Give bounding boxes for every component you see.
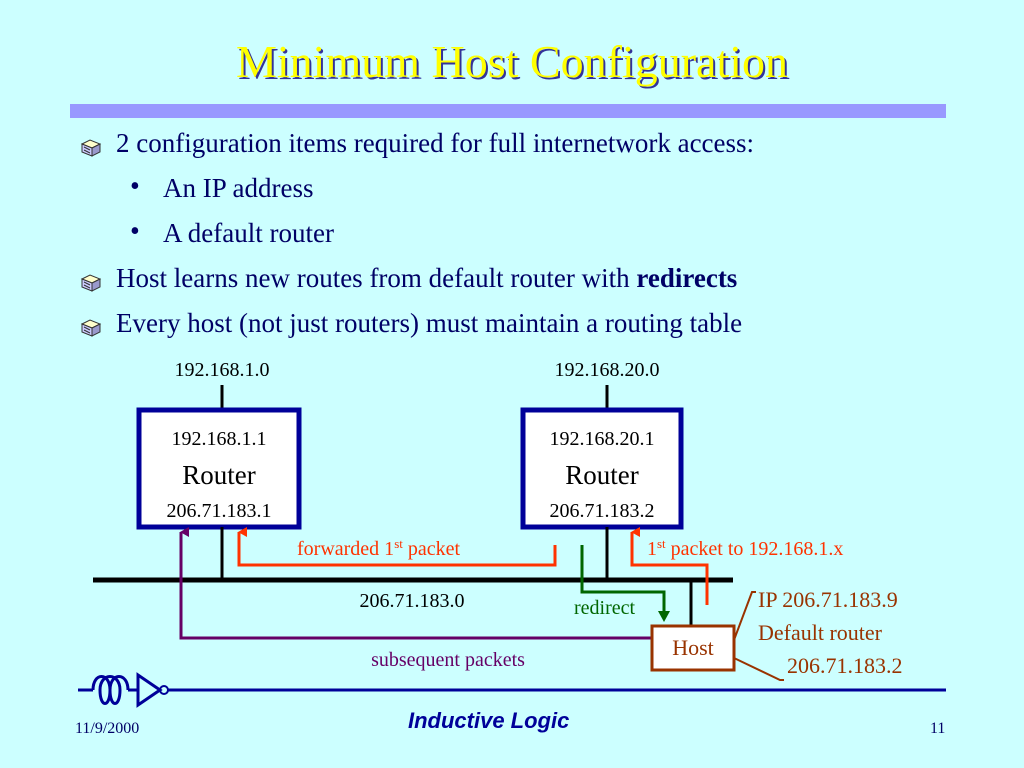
footer-brand: Inductive Logic [408, 708, 570, 733]
host-box [650, 624, 736, 672]
subsequent-packets-arrow [179, 527, 652, 640]
redirect-arrowhead [658, 611, 670, 622]
subsequent-packets-label: subsequent packets [371, 649, 525, 671]
bullet-text-bold: redirects [636, 263, 738, 293]
first-packet-arrow [630, 527, 709, 605]
host-config-bracket-bottom [733, 657, 784, 681]
forwarded-num: forwarded 1 [297, 538, 394, 560]
bullet-dot-icon: • [130, 171, 140, 202]
slide-title: Minimum Host Configuration [236, 36, 788, 87]
router1-label: Router [182, 460, 256, 490]
forwarded-packet-arrow [237, 527, 557, 567]
bullet-text: Every host (not just routers) must maint… [116, 308, 743, 338]
bullet-text: Host learns new routes from default rout… [116, 263, 737, 294]
forwarded-rest: packet [403, 538, 461, 560]
host-config-default-router: Default router [758, 620, 883, 645]
redirect-label: redirect [574, 597, 636, 619]
redirect-arrow [580, 545, 666, 615]
title-underline-bar [70, 104, 946, 118]
sub-bullet-text: An IP address [163, 173, 314, 203]
router1-box [136, 407, 302, 530]
first-packet-rest: packet to 192.168.1.x [666, 538, 844, 560]
book-icon [80, 316, 102, 347]
first-packet-sup: st [657, 536, 666, 551]
book-icon [80, 136, 102, 167]
host-config-ip: IP 206.71.183.9 [758, 587, 898, 612]
footer-date: 11/9/2000 [75, 720, 140, 737]
router2-ip-bottom: 206.71.183.2 [550, 500, 655, 522]
router2-top-network-label: 192.168.20.0 [555, 359, 660, 381]
router2-label: Router [565, 460, 639, 490]
host-label: Host [672, 635, 714, 660]
router2-box [520, 407, 684, 530]
backbone-network-label: 206.71.183.0 [360, 590, 465, 612]
first-packet-num: 1 [647, 538, 657, 560]
sub-bullet-text: A default router [163, 218, 334, 248]
forwarded-sup: st [394, 536, 403, 551]
host-config-bracket-top [733, 591, 756, 641]
bullet-dot-icon: • [130, 216, 140, 247]
bullet-text: 2 configuration items required for full … [116, 128, 755, 158]
forwarded-packet-label: forwarded 1st packet [297, 536, 460, 560]
book-icon [80, 271, 102, 302]
router2-ip-top: 192.168.20.1 [550, 428, 655, 450]
footer-page-number: 11 [930, 720, 946, 737]
router1-ip-top: 192.168.1.1 [172, 428, 267, 450]
bullet-text-plain: Host learns new routes from default rout… [116, 263, 637, 293]
router1-ip-bottom: 206.71.183.1 [167, 500, 272, 522]
router1-top-network-label: 192.168.1.0 [175, 359, 270, 381]
first-packet-label: 1st packet to 192.168.1.x [647, 536, 843, 560]
host-config-router-ip: 206.71.183.2 [787, 653, 903, 678]
inductor-logo-icon [78, 672, 169, 708]
